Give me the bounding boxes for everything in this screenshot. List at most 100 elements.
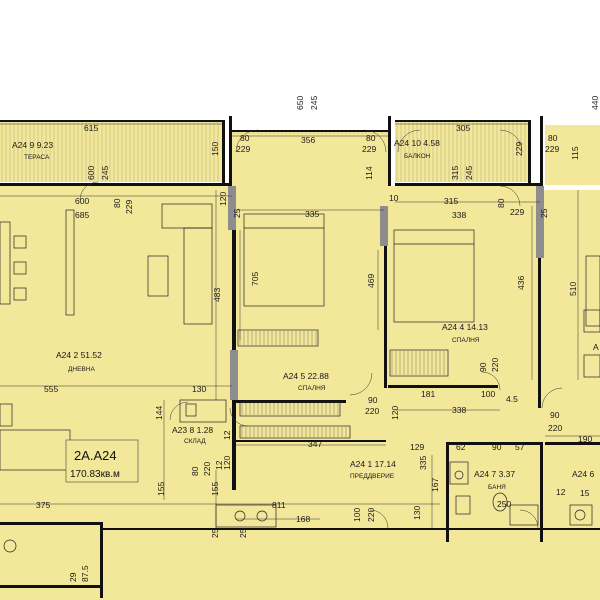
dim-120b: 120	[390, 406, 400, 420]
dim-347: 347	[308, 439, 322, 449]
dim-338b: 338	[452, 405, 466, 415]
dim-555: 555	[44, 384, 58, 394]
dim-356: 356	[301, 135, 315, 145]
balcony-name: БАЛКОН	[404, 153, 431, 160]
dim-80d: 80	[112, 198, 122, 208]
dim-80e: 80	[496, 198, 506, 208]
partial-6-label: A24 6	[572, 469, 594, 479]
dim-130: 130	[192, 384, 206, 394]
bedroom1-name: СПАЛНЯ	[298, 385, 326, 392]
door-swings	[79, 129, 563, 529]
dim-375: 375	[36, 500, 50, 510]
dim-144: 144	[154, 406, 164, 420]
dim-90a: 90	[478, 362, 488, 372]
dim-29: 29	[68, 572, 78, 582]
dim-875: 87.5	[80, 565, 90, 582]
dim-229f: 229	[510, 207, 524, 217]
dim-315b: 315	[444, 196, 458, 206]
dim-220e: 220	[366, 508, 376, 522]
dim-335b: 335	[418, 456, 428, 470]
vertical-dimension-texts: 650 245 440 150 229 114 115 600 245 315 …	[68, 96, 600, 582]
partial-a-label: A	[593, 342, 599, 352]
dim-80b: 80	[366, 133, 376, 143]
terrace-hatching	[1, 122, 526, 182]
terrace-label: A24 9 9.23	[12, 140, 53, 150]
storage-name: СКЛАД	[184, 438, 206, 445]
dim-600b: 600	[75, 196, 89, 206]
dim-305: 305	[456, 123, 470, 133]
dim-229a: 229	[236, 144, 250, 154]
dim-120c: 120	[222, 456, 232, 470]
unit-title: 2A.A24 170.83кв.м	[65, 439, 139, 483]
balcony-label: A24 10 4.58	[394, 138, 440, 148]
dim-100a: 100	[481, 389, 495, 399]
terrace-name: ТЕРАСА	[24, 154, 50, 161]
dim-220d: 220	[202, 462, 212, 476]
dim-190: 190	[578, 434, 592, 444]
dim-245b: 245	[100, 166, 110, 180]
dim-483: 483	[212, 288, 222, 302]
dim-62: 62	[456, 442, 466, 452]
dim-335: 335	[305, 209, 319, 219]
dim-245c: 245	[464, 166, 474, 180]
dim-15: 15	[580, 488, 590, 498]
floor-fills	[0, 120, 600, 600]
dim-80f: 80	[190, 466, 200, 476]
hall-name: ПРЕДДВЕРИЕ	[350, 473, 395, 480]
dim-685: 685	[75, 210, 89, 220]
living-label: A24 2 51.52	[56, 350, 102, 360]
dim-25a: 25	[232, 208, 242, 218]
dim-168: 168	[296, 514, 310, 524]
dim-10: 10	[389, 193, 399, 203]
dim-129: 129	[410, 442, 424, 452]
dim-155b: 155	[210, 482, 220, 496]
unit-code: 2A.A24	[74, 448, 117, 463]
dim-229e: 229	[124, 200, 134, 214]
living-name: ДНЕВНА	[68, 366, 95, 373]
dim-45: 4.5	[506, 394, 518, 404]
dim-436: 436	[516, 276, 526, 290]
dim-220b: 220	[365, 406, 379, 416]
dim-250: 250	[497, 499, 511, 509]
dim-25c: 25	[210, 528, 220, 538]
bath-name: БАНЯ	[488, 484, 506, 491]
dim-155a: 155	[156, 482, 166, 496]
dim-315a: 315	[450, 166, 460, 180]
storage-label: A23 8 1.28	[172, 425, 213, 435]
dim-229d: 229	[514, 142, 524, 156]
dim-510: 510	[568, 282, 578, 296]
dim-229c: 229	[545, 144, 559, 154]
dim-150a: 150	[210, 142, 220, 156]
room-labels: A24 9 9.23 ТЕРАСА A24 10 4.58 БАЛКОН A24…	[12, 138, 599, 491]
wardrobe-hatch-1	[239, 331, 445, 437]
dim-80c: 80	[548, 133, 558, 143]
dim-338a: 338	[452, 210, 466, 220]
dim-57: 57	[515, 442, 525, 452]
dim-229b: 229	[362, 144, 376, 154]
bath-label: A24 7 3.37	[474, 469, 515, 479]
unit-area: 170.83кв.м	[70, 469, 120, 480]
dim-167: 167	[430, 478, 440, 492]
dim-650: 650	[295, 96, 305, 110]
dim-245a: 245	[309, 96, 319, 110]
dim-80a: 80	[240, 133, 250, 143]
dim-25b: 25	[539, 208, 549, 218]
dim-12b: 12	[214, 460, 224, 470]
dim-440: 440	[590, 96, 600, 110]
walls	[0, 116, 600, 598]
dim-100b: 100	[352, 508, 362, 522]
dim-12c: 12	[556, 487, 566, 497]
dim-469: 469	[366, 274, 376, 288]
dim-600a: 600	[86, 166, 96, 180]
bedroom2-label: A24 4 14.13	[442, 322, 488, 332]
dimension-texts: 615 356 305 80 229 80 229 80 229 600 685…	[36, 123, 592, 524]
dim-181: 181	[421, 389, 435, 399]
hall-label: A24 1 17.14	[350, 459, 396, 469]
dim-115: 115	[570, 146, 580, 160]
dim-120a: 120	[218, 192, 228, 206]
dim-705: 705	[250, 272, 260, 286]
bedroom2-name: СПАЛНЯ	[452, 337, 480, 344]
dim-615: 615	[84, 123, 98, 133]
dim-90b: 90	[368, 395, 378, 405]
dim-130b: 130	[412, 506, 422, 520]
